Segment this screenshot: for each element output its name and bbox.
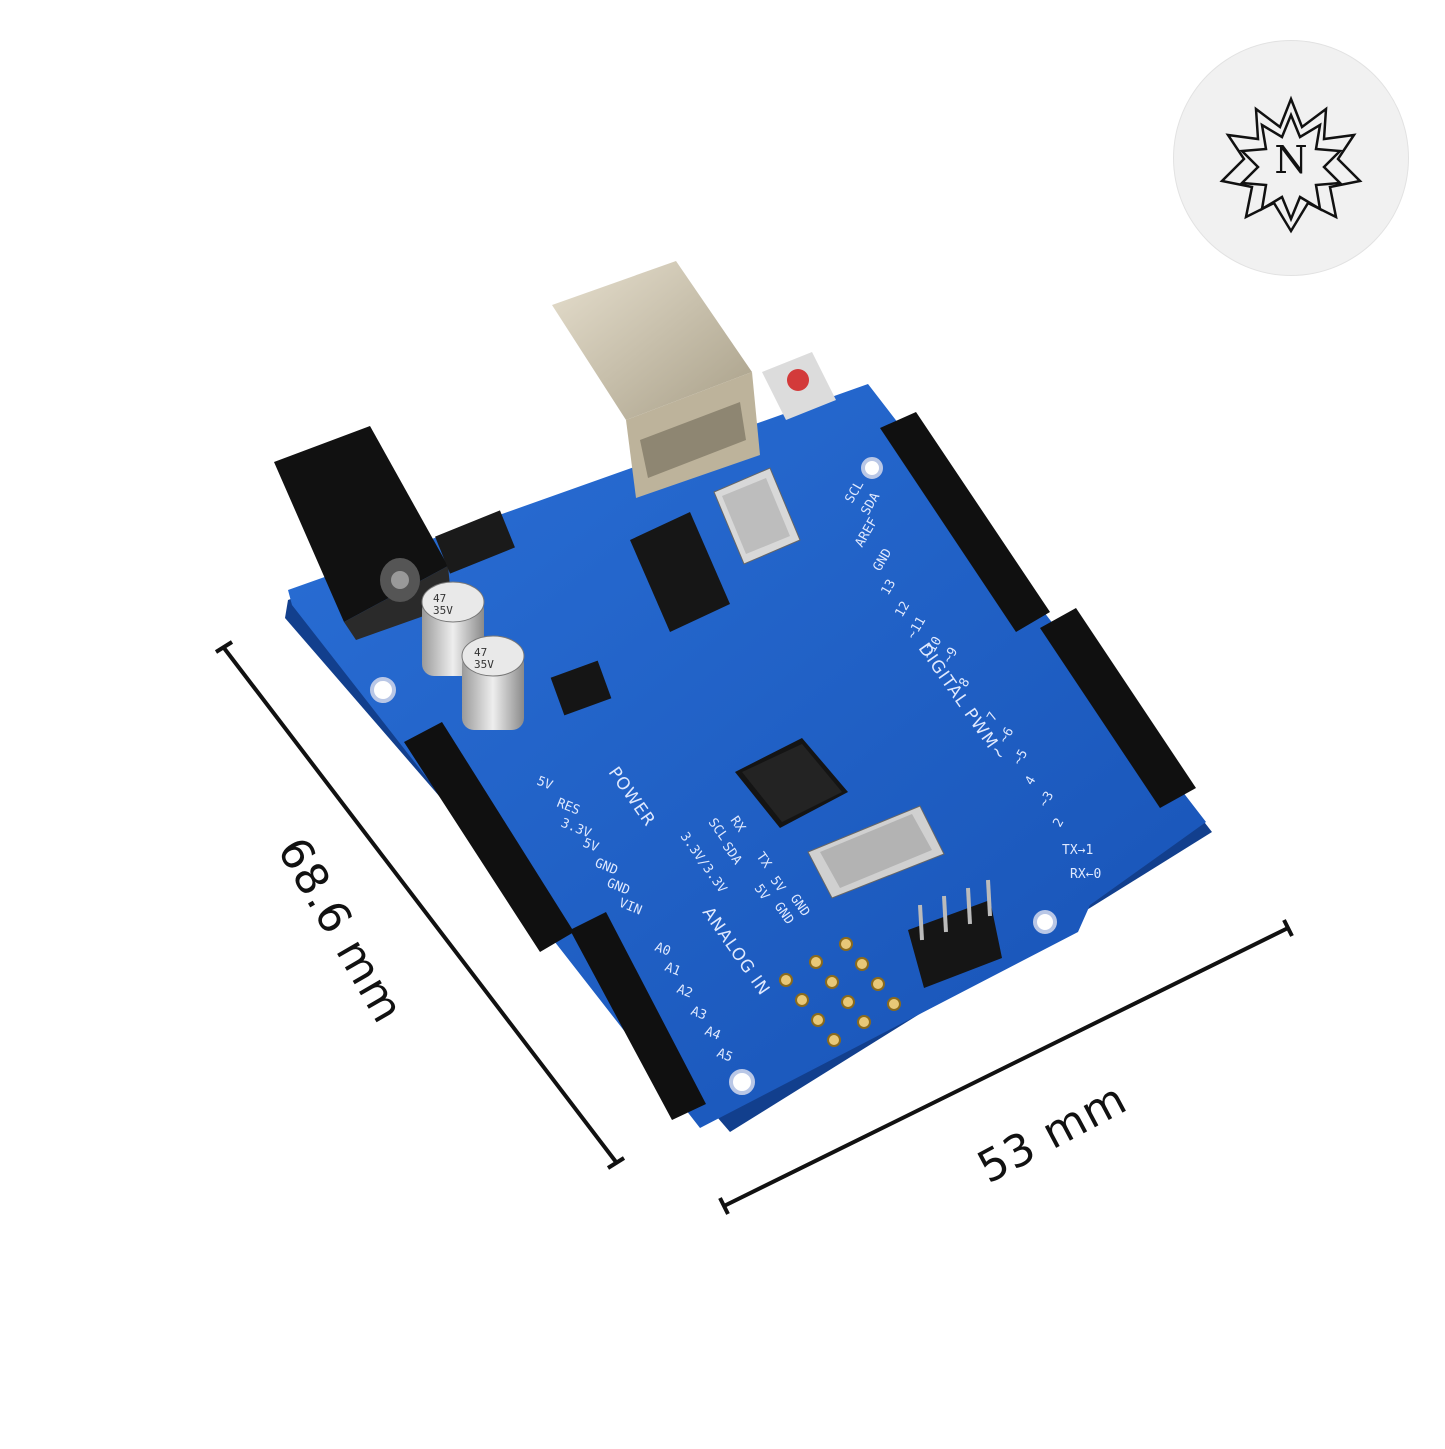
pin-label: 13	[878, 577, 899, 598]
pin-label: 5V	[581, 836, 601, 856]
compass-star-icon: N	[1219, 95, 1363, 234]
digital-header-bottom	[1040, 608, 1196, 808]
pin-label: 5V	[535, 774, 555, 794]
pin-label: ~9	[940, 645, 961, 666]
analog-pin-labels: A0 A1 A2 A3 A4 A5	[653, 940, 735, 1066]
pin-label: ~3	[1036, 789, 1057, 810]
width-dimension	[718, 919, 1294, 1215]
silk-label: 5V	[767, 874, 788, 896]
pin-label: ~5	[1010, 747, 1031, 768]
power-header	[404, 722, 574, 952]
height-dimension	[214, 640, 626, 1170]
pin-label: RX←0	[1070, 867, 1101, 882]
microcontroller	[735, 738, 848, 828]
silk-label: RX	[727, 814, 748, 836]
analog-header	[570, 912, 706, 1120]
pin-label: A3	[689, 1004, 709, 1024]
cap-marking-1: 47	[433, 592, 446, 605]
cap-marking-3: 47	[474, 646, 487, 659]
pin-label: A5	[715, 1046, 735, 1066]
usb-connector	[552, 261, 760, 498]
cap-marking-4: 35V	[474, 658, 494, 671]
silk-label: TX	[753, 850, 774, 872]
pin-label: TX→1	[1062, 843, 1093, 858]
crystal-oscillator	[807, 805, 945, 899]
usb-serial-chip	[630, 512, 730, 632]
digital-header-top	[880, 412, 1050, 632]
cap-marking-2: 35V	[433, 604, 453, 617]
mounting-hole	[729, 1069, 755, 1095]
pin-label: A1	[663, 960, 683, 980]
crystal-oscillator	[713, 467, 801, 565]
voltage-regulator	[435, 510, 515, 574]
mounting-hole	[370, 677, 396, 703]
icsp-header	[908, 879, 1002, 988]
pin-label: A0	[653, 940, 673, 960]
arduino-board: 47 35V 47 35V	[274, 261, 1212, 1132]
capacitor: 47 35V	[461, 635, 525, 730]
pad-grid	[779, 937, 901, 1047]
pin-label: A2	[675, 982, 695, 1002]
brand-badge: N	[1174, 41, 1408, 275]
mounting-hole	[1033, 910, 1057, 934]
eeprom-chip	[550, 660, 612, 716]
pin-label: A4	[703, 1024, 723, 1044]
badge-letter: N	[1274, 138, 1307, 182]
dc-power-jack	[274, 426, 452, 640]
pin-label: ~6	[996, 725, 1017, 746]
mounting-hole	[861, 457, 883, 479]
silk-label: 5V	[751, 882, 772, 904]
pin-label: 12	[892, 599, 913, 620]
reset-button	[762, 352, 836, 420]
